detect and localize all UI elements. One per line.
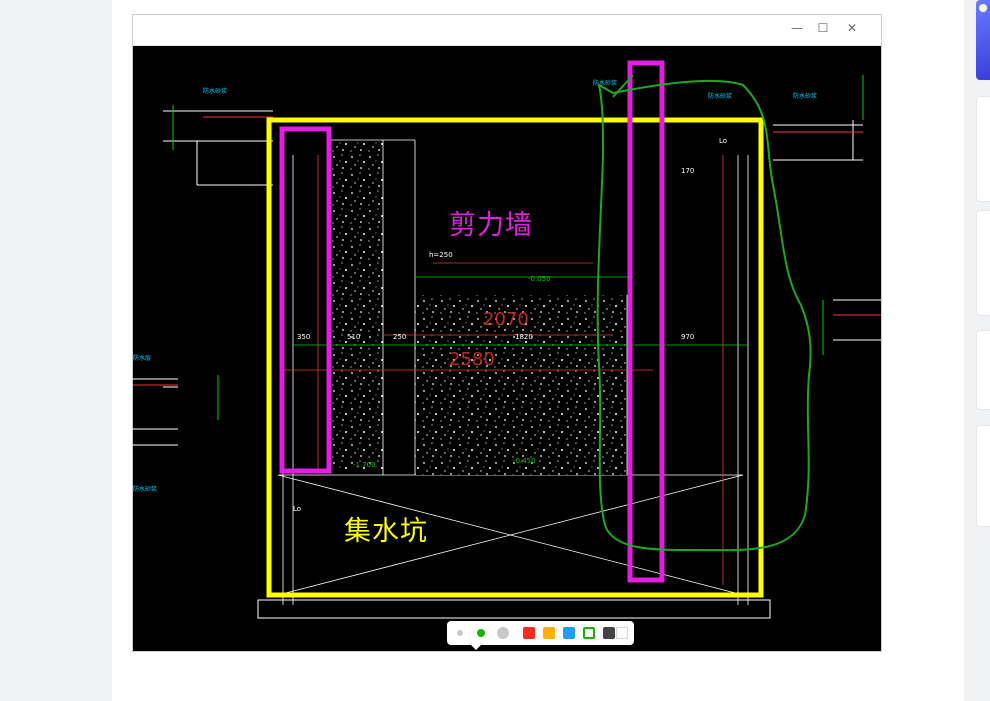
dim-510: 510 — [347, 333, 360, 341]
cad-drawing: 防水砂浆 防水层 防水砂浆 防水砂浆 防水砂浆 防水砂浆 — [133, 60, 881, 619]
dim-350: 350 — [297, 333, 310, 341]
color-red[interactable] — [523, 627, 535, 639]
color-white[interactable] — [616, 627, 628, 639]
elev-neg450: -0.450 — [513, 457, 536, 465]
rail-badge-icon — [979, 4, 987, 12]
color-dark-gray[interactable] — [603, 627, 615, 639]
brush-size-medium[interactable] — [477, 629, 485, 637]
note-lo-right: Lo — [719, 137, 727, 145]
freehand-green-outline — [596, 79, 812, 552]
toolbar-pointer — [470, 644, 482, 650]
dim-2070: 2070 — [483, 309, 529, 330]
label-sump: 集水坑 — [344, 516, 428, 547]
svg-text:防水层: 防水层 — [133, 354, 151, 362]
image-viewer-window: — ☐ ✕ — [132, 14, 882, 652]
color-orange[interactable] — [543, 627, 555, 639]
left-wall-highlight — [279, 126, 332, 474]
annotation-toolbar — [447, 621, 634, 645]
color-blue[interactable] — [563, 627, 575, 639]
viewer-titlebar: — ☐ ✕ — [133, 15, 881, 46]
minimize-button[interactable]: — — [791, 21, 803, 35]
left-slab-detail — [133, 105, 273, 446]
svg-text:防水砂浆: 防水砂浆 — [793, 92, 817, 100]
dim-250: 250 — [393, 333, 406, 341]
brush-size-large[interactable] — [497, 627, 509, 639]
svg-text:防水砂浆: 防水砂浆 — [708, 92, 732, 100]
wall-section-left — [331, 140, 383, 470]
close-button[interactable]: ✕ — [846, 21, 858, 35]
rail-card-1[interactable] — [976, 96, 990, 202]
slab-section — [415, 295, 627, 475]
color-green-selected[interactable] — [583, 627, 595, 639]
right-slab-detail — [773, 75, 881, 355]
elev-neg1700: -1.700 — [353, 461, 376, 469]
dim-2580: 2580 — [449, 349, 495, 370]
label-shear-wall: 剪力墙 — [449, 210, 533, 241]
svg-text:防水砂浆: 防水砂浆 — [203, 87, 227, 95]
right-wall-highlight — [627, 60, 665, 583]
svg-text:防水砂浆: 防水砂浆 — [593, 79, 617, 87]
dim-970: 970 — [681, 333, 694, 341]
base-slab — [257, 599, 771, 619]
note-h250: h=250 — [429, 251, 453, 259]
rail-card-4[interactable] — [976, 425, 990, 527]
rail-app-badge[interactable] — [976, 0, 990, 80]
elev-neg050: -0.050 — [528, 275, 551, 283]
note-lo-left: Lo — [293, 505, 301, 513]
rail-card-2[interactable] — [976, 210, 990, 316]
dim-1820: 1820 — [515, 333, 533, 341]
sump-highlight-box — [266, 117, 764, 598]
svg-text:防水砂浆: 防水砂浆 — [133, 485, 157, 493]
rail-card-3[interactable] — [976, 330, 990, 410]
dim-170: 170 — [681, 167, 694, 175]
maximize-button[interactable]: ☐ — [817, 21, 829, 35]
brush-size-small[interactable] — [457, 630, 463, 636]
